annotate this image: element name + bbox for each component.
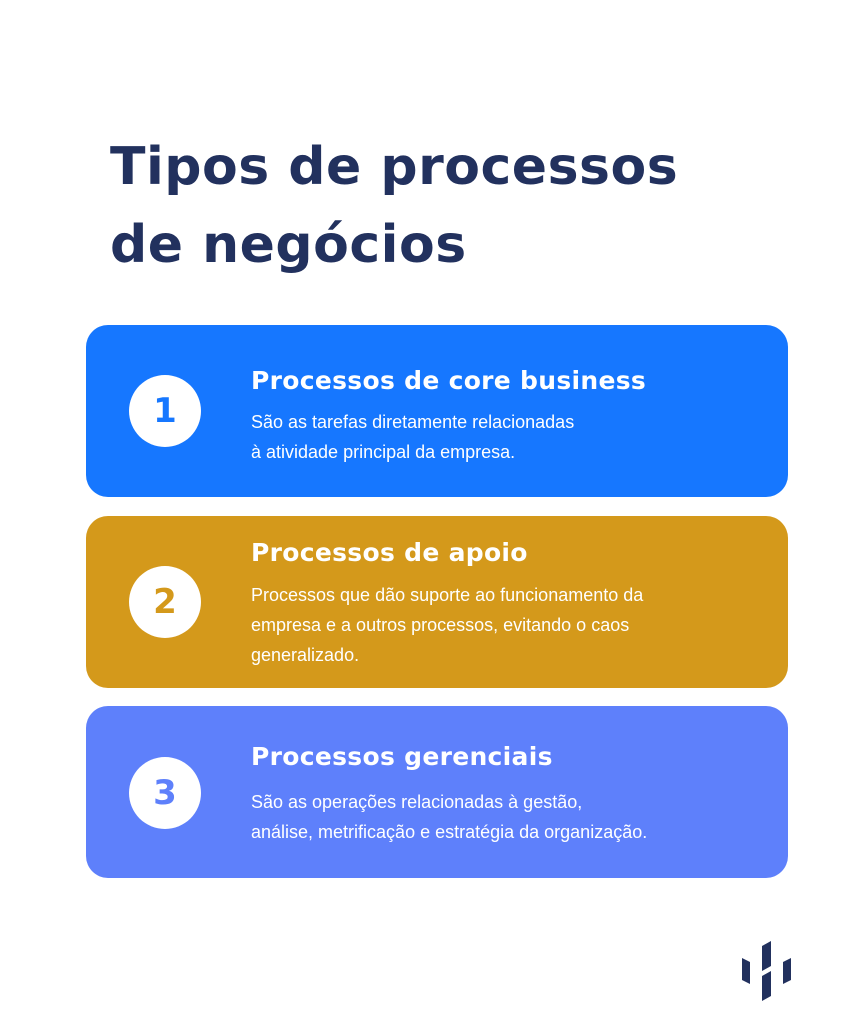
desc-line: empresa e a outros processos, evitando o…: [251, 615, 630, 635]
desc-line: à atividade principal da empresa.: [251, 442, 516, 462]
desc-line: análise, metrificação e estratégia da or…: [251, 822, 648, 842]
card-title: Processos de core business: [251, 366, 647, 395]
card-title: Processos de apoio: [251, 538, 528, 567]
title-line-2: de negócios: [110, 215, 467, 275]
desc-line: Processos que dão suporte ao funcionamen…: [251, 585, 644, 605]
process-card-apoio: [86, 516, 788, 688]
number-label: 2: [153, 582, 177, 622]
process-card-gerenciais: [86, 706, 788, 878]
card-description: Processos que dão suporte ao funcionamen…: [251, 580, 751, 670]
card-title: Processos gerenciais: [251, 742, 553, 771]
card-description: São as operações relacionadas à gestão, …: [251, 787, 771, 847]
desc-line: generalizado.: [251, 645, 360, 665]
number-badge-2: 2: [129, 566, 201, 638]
card-description: São as tarefas diretamente relacionadas …: [251, 407, 751, 467]
page-title: Tipos de processos de negócios: [110, 128, 678, 284]
number-label: 1: [153, 391, 177, 431]
desc-line: São as operações relacionadas à gestão,: [251, 792, 583, 812]
title-line-1: Tipos de processos: [110, 137, 679, 197]
number-badge-3: 3: [129, 757, 201, 829]
process-card-core-business: [86, 325, 788, 497]
number-badge-1: 1: [129, 375, 201, 447]
brand-logo-icon: [742, 941, 791, 1001]
desc-line: São as tarefas diretamente relacionadas: [251, 412, 575, 432]
number-label: 3: [153, 773, 177, 813]
